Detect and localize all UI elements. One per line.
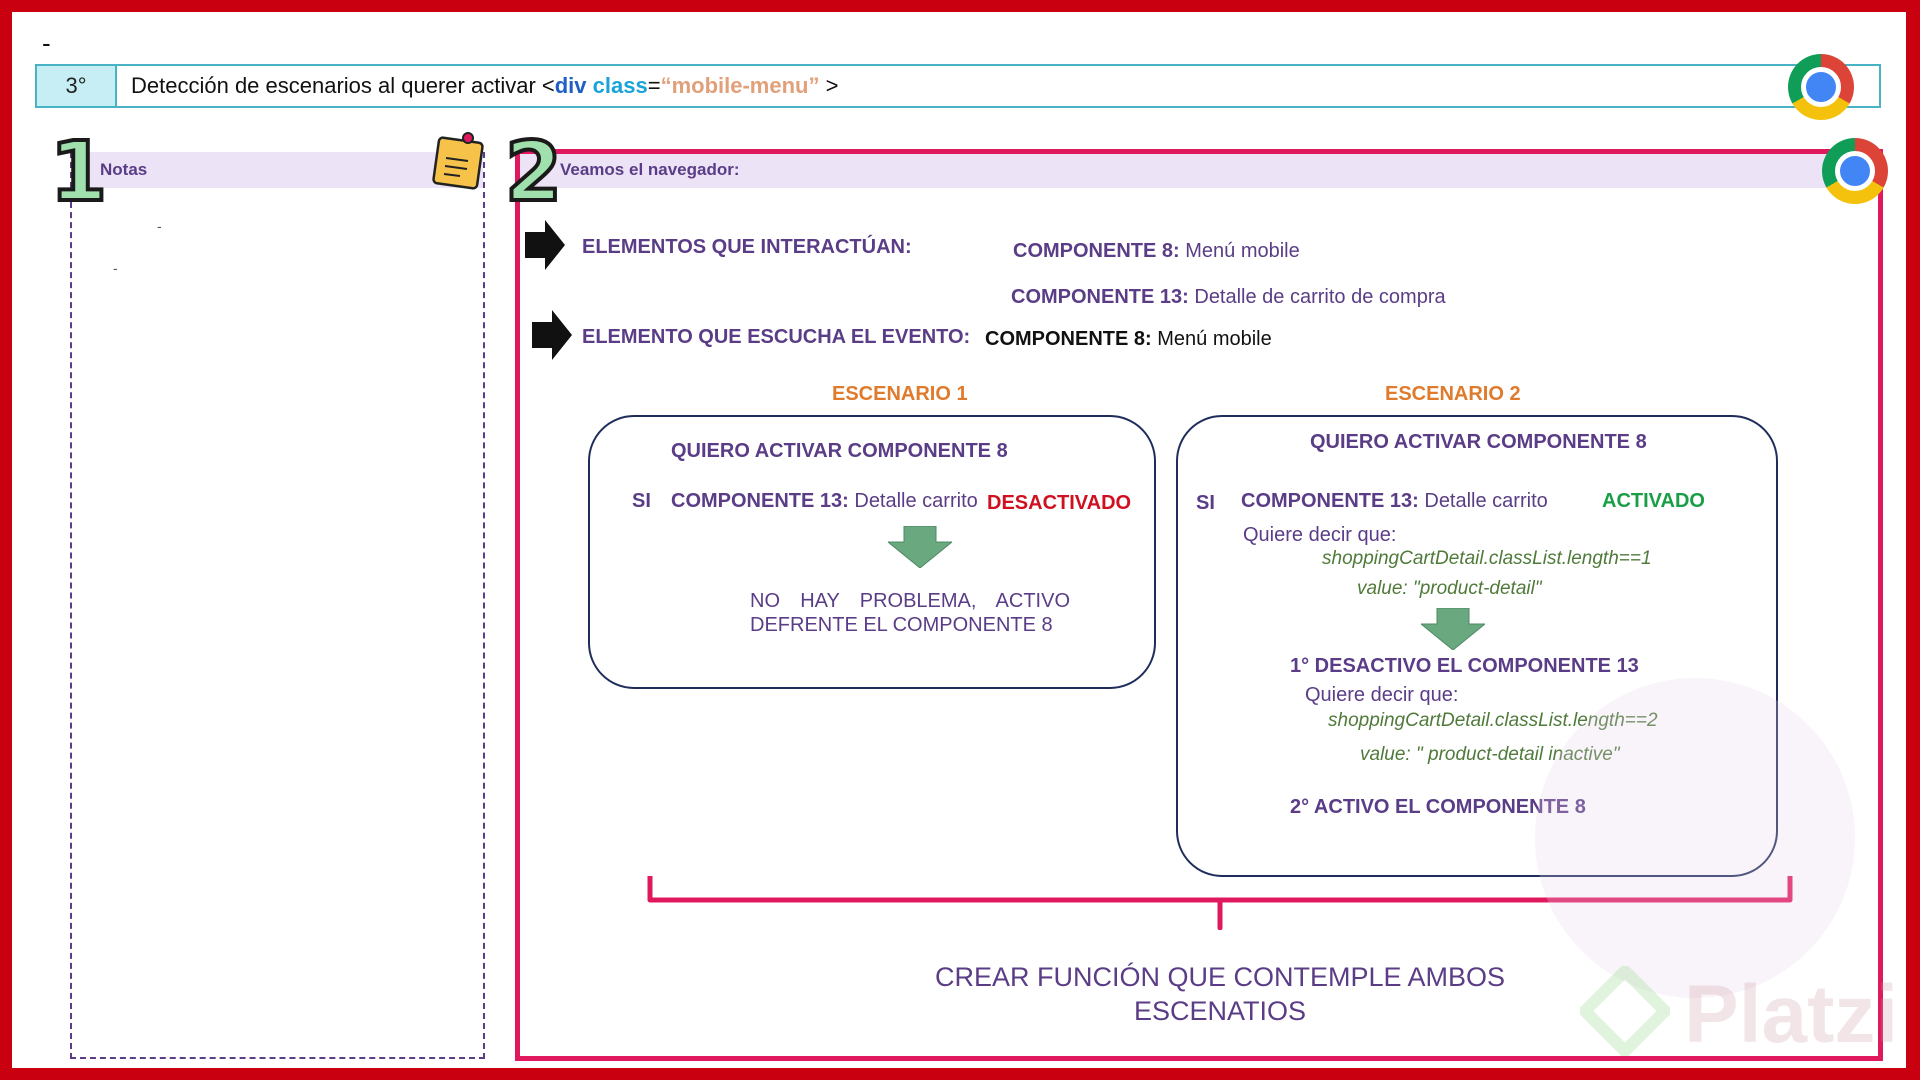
listen-label: ELEMENTO QUE ESCUCHA EL EVENTO: [582, 326, 971, 348]
notes-mark-2: - [113, 260, 118, 276]
chrome-icon [1788, 54, 1854, 120]
scenario2-value-2: value: " product-detail inactive" [1360, 744, 1620, 765]
badge-2: 2 [503, 125, 564, 220]
interact-label: ELEMENTOS QUE INTERACTÚAN: [582, 236, 912, 258]
notes-label: Notas [100, 160, 148, 179]
comp13-line: COMPONENTE 13: Detalle de carrito de com… [1011, 286, 1446, 308]
scenario2-title: ESCENARIO 2 [1385, 383, 1521, 405]
scenario2-step-1: 1° DESACTIVO EL COMPONENTE 13 [1290, 655, 1639, 677]
browser-panel-header [520, 154, 1878, 188]
scenario2-si: SI [1196, 492, 1215, 514]
watermark-logo [1535, 678, 1855, 998]
scenario1-box [588, 415, 1156, 689]
badge-1: 1 [48, 125, 109, 220]
scenario1-want: QUIERO ACTIVAR COMPONENTE 8 [671, 440, 1008, 462]
scenario2-value-1: value: "product-detail" [1357, 578, 1542, 599]
scenario2-code-2: shoppingCartDetail.classList.length==2 [1328, 710, 1658, 731]
header-bar: 3° Detección de escenarios al querer act… [35, 64, 1881, 108]
scenario1-title: ESCENARIO 1 [832, 383, 968, 405]
scenario2-state: ACTIVADO [1602, 490, 1705, 512]
scenario2-means-1: Quiere decir que: [1243, 524, 1397, 546]
scenario1-result-2: DEFRENTE EL COMPONENTE 8 [750, 614, 1053, 636]
scenario2-step-2: 2° ACTIVO EL COMPONENTE 8 [1290, 796, 1586, 818]
listen-line: COMPONENTE 8: Menú mobile [985, 328, 1272, 350]
conclusion-line-1: CREAR FUNCIÓN QUE CONTEMPLE AMBOS [934, 962, 1506, 992]
scenario2-want: QUIERO ACTIVAR COMPONENTE 8 [1310, 431, 1647, 453]
comp8-line: COMPONENTE 8: Menú mobile [1013, 240, 1300, 262]
platzi-logo-icon [1576, 962, 1674, 1061]
scenario1-comp: COMPONENTE 13: Detalle carrito [671, 490, 978, 512]
section-title: Detección de escenarios al querer activa… [131, 73, 839, 98]
notes-mark-1: - [157, 218, 162, 234]
top-dash: - [42, 28, 51, 58]
scenario2-code-1: shoppingCartDetail.classList.length==1 [1322, 548, 1652, 569]
scenario2-box [1176, 415, 1778, 877]
notes-header [72, 152, 483, 188]
chrome-icon [1822, 138, 1888, 204]
scenario2-comp: COMPONENTE 13: Detalle carrito [1241, 490, 1548, 512]
scenario1-state: DESACTIVADO [987, 492, 1132, 514]
scenario1-result-1: NO HAY PROBLEMA, ACTIVO [750, 590, 1070, 612]
notes-panel [70, 152, 485, 1059]
arrow-down-icon [886, 525, 954, 573]
platzi-watermark: Platzi [1684, 969, 1899, 1060]
section-number: 3° [37, 66, 117, 106]
sticky-note-icon [430, 130, 486, 199]
scenario1-si: SI [632, 490, 651, 512]
arrow-down-icon [1419, 607, 1487, 655]
conclusion-line-2: ESCENATIOS [1133, 996, 1307, 1026]
arrow-right-icon [532, 310, 572, 365]
curly-brace [646, 873, 1794, 935]
arrow-right-icon [525, 220, 565, 275]
browser-panel [515, 149, 1883, 1061]
browser-panel-label: Veamos el navegador: [560, 160, 740, 179]
scenario2-means-2: Quiere decir que: [1305, 684, 1459, 706]
